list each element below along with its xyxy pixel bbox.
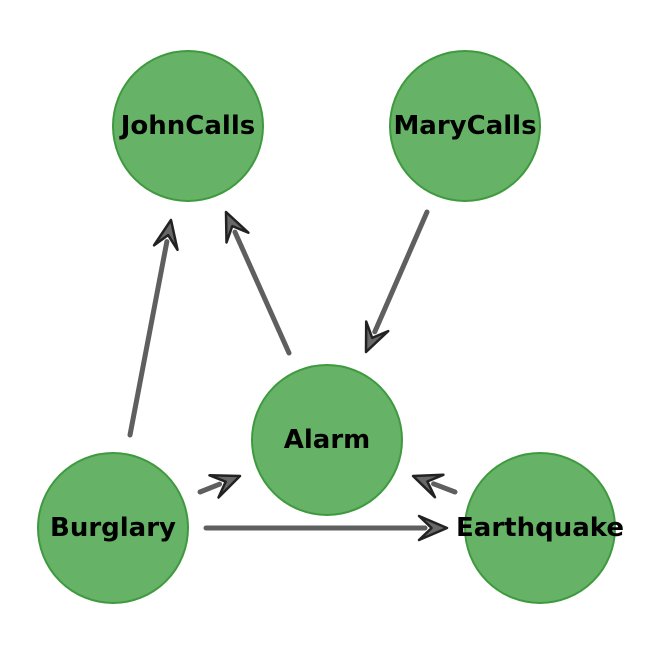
node-johncalls-circle [112,50,264,202]
arrow-head-icon [364,320,390,354]
node-alarm[interactable]: Alarm [251,364,403,516]
edge-earthquake-to-alarm [411,473,458,499]
arrow-head-icon [411,473,445,499]
edge-burglary-to-alarm [197,474,242,499]
edge-line [372,209,430,335]
node-earthquake-label: Earthquake [456,513,624,543]
edge-burglary-to-johncalls [127,218,179,438]
node-marycalls[interactable]: MaryCalls [389,50,541,202]
arrow-head-icon [208,474,242,499]
edges-layer [127,209,458,542]
arrow-head-icon [417,514,449,542]
node-johncalls[interactable]: JohnCalls [112,50,264,202]
arrow-head-icon [224,210,250,244]
edge-line [197,481,223,495]
node-marycalls-label: MaryCalls [393,111,536,141]
node-burglary[interactable]: Burglary [37,452,189,604]
edge-line [431,481,458,495]
arrow-head-icon [152,218,179,252]
node-alarm-label: Alarm [284,425,371,455]
node-burglary-circle [37,452,189,604]
node-burglary-label: Burglary [50,513,176,543]
edge-line [232,229,292,356]
node-alarm-circle [251,364,403,516]
edge-burglary-to-earthquake [203,514,449,542]
node-earthquake-circle [464,452,616,604]
edge-line [127,239,170,438]
nodes-layer: JohnCalls MaryCalls Alarm Burglary Earth… [37,50,624,604]
node-johncalls-label: JohnCalls [119,111,255,141]
edge-alarm-to-johncalls [224,210,292,356]
edge-marycalls-to-alarm [364,209,430,354]
node-earthquake[interactable]: Earthquake [456,452,624,604]
node-marycalls-circle [389,50,541,202]
